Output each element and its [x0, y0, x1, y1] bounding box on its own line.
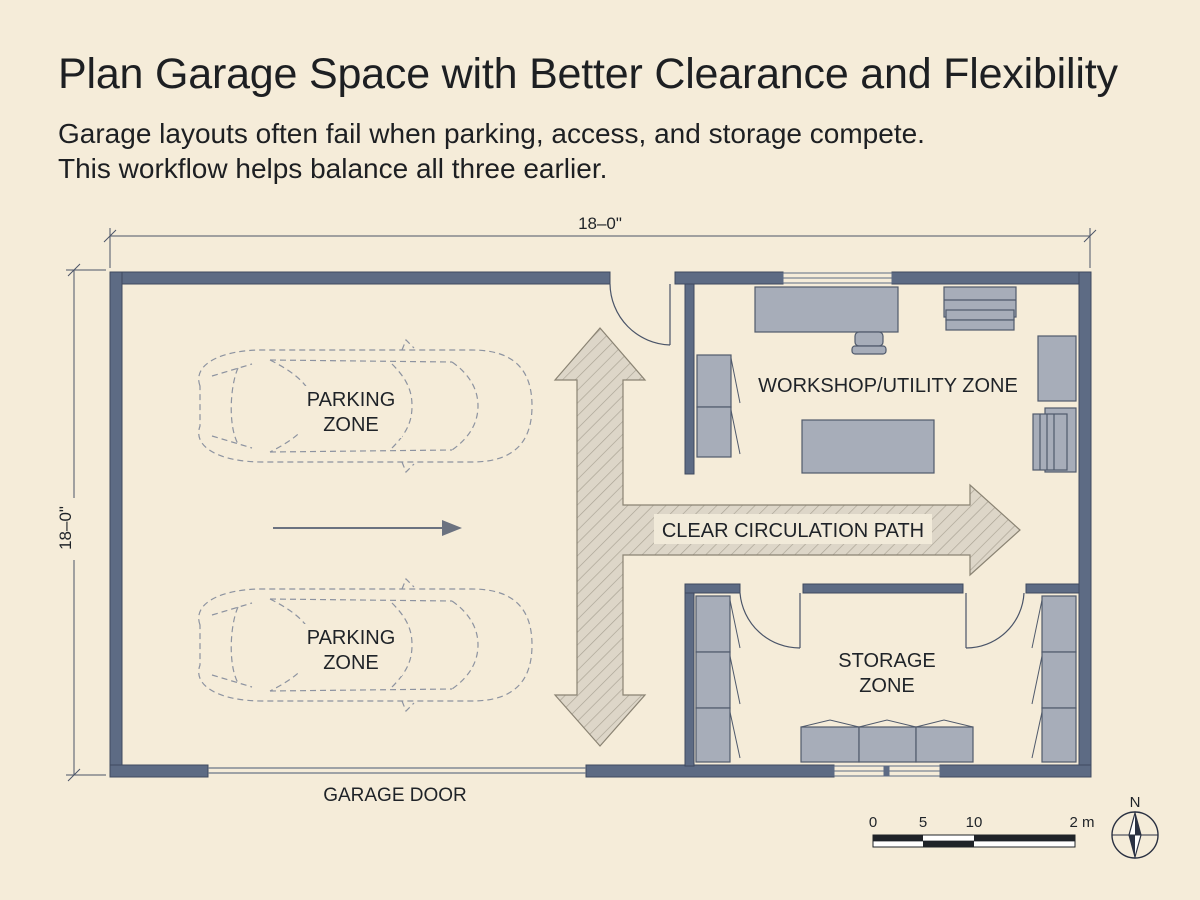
scale-bar	[872, 834, 1076, 848]
garage-door	[208, 767, 586, 774]
zone-label-storage-line1: STORAGE	[838, 650, 935, 672]
north-label: N	[1130, 794, 1141, 811]
center-worktable	[801, 419, 935, 474]
dimension-width-label: 18–0"	[578, 214, 622, 233]
zone-label-parking-bottom-line2: ZONE	[323, 652, 379, 674]
storage-cabinets-bottom	[800, 719, 974, 763]
zone-label-parking-top-line1: PARKING	[307, 389, 396, 411]
scale-label-0: 0	[869, 814, 877, 831]
page-title: Plan Garage Space with Better Clearance …	[58, 50, 1118, 98]
shelf-rack-right	[1032, 407, 1077, 473]
zone-label-parking-bottom-line1: PARKING	[307, 627, 396, 649]
interior-walls	[684, 283, 1080, 767]
workbench-desk	[754, 286, 899, 333]
dimension-height-label: 18–0"	[56, 506, 75, 550]
garage-door-label: GARAGE DOOR	[323, 785, 467, 806]
window-top	[782, 272, 893, 284]
wall-cabinet-right	[1037, 335, 1077, 402]
north-arrow-icon	[1111, 810, 1159, 860]
exterior-walls	[109, 271, 1092, 778]
wall-cabinet-left	[696, 354, 741, 458]
scale-label-10: 10	[966, 814, 983, 831]
zone-label-circulation: CLEAR CIRCULATION PATH	[662, 520, 924, 542]
subtitle-line-2: This workflow helps balance all three ea…	[58, 153, 608, 184]
door-entry	[609, 283, 671, 346]
scale-label-5: 5	[919, 814, 927, 831]
door-storage-left	[739, 592, 801, 649]
zone-label-storage-line2: ZONE	[859, 675, 915, 697]
drive-direction-arrow	[273, 520, 462, 536]
subtitle-line-1: Garage layouts often fail when parking, …	[58, 118, 925, 149]
zone-label-parking-top-line2: ZONE	[323, 414, 379, 436]
chair	[851, 331, 887, 355]
storage-shelving-left	[695, 595, 741, 763]
door-storage-right	[965, 592, 1025, 649]
storage-shelving-right	[1031, 595, 1077, 763]
dimension-top	[103, 228, 1097, 268]
tool-chest	[943, 286, 1017, 331]
scale-label-2m: 2 m	[1069, 814, 1094, 831]
window-bottom	[833, 765, 941, 777]
storage-furniture	[695, 595, 1077, 763]
workshop-furniture	[696, 286, 1077, 474]
zone-label-workshop: WORKSHOP/UTILITY ZONE	[758, 375, 1018, 397]
